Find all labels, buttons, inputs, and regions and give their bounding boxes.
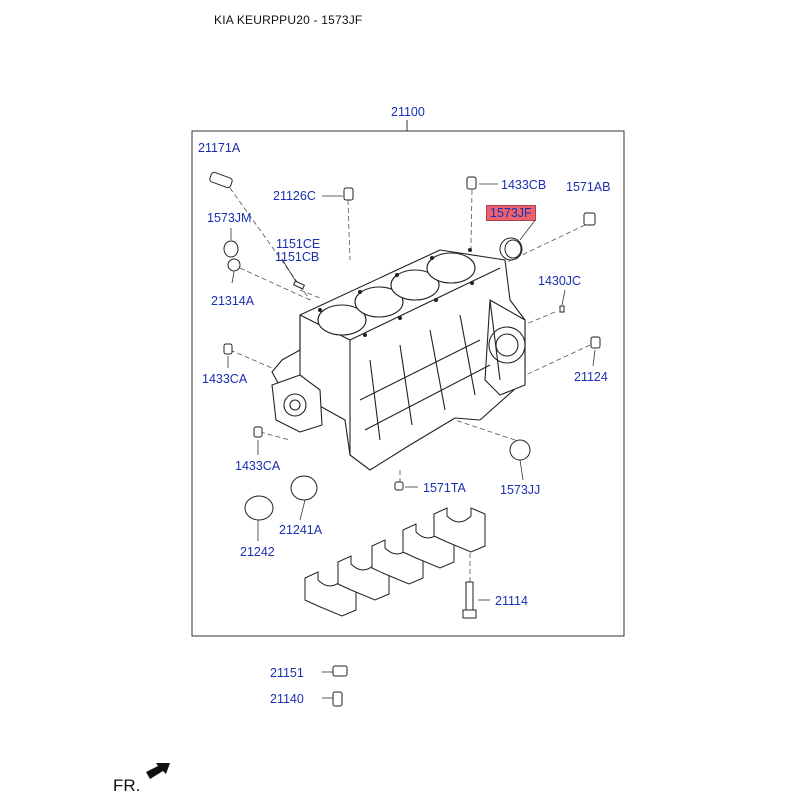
part-label-21124[interactable]: 21124 <box>574 370 608 384</box>
part-label-1433CA-lower[interactable]: 1433CA <box>235 459 281 473</box>
bearing-caps <box>304 507 486 617</box>
front-arrow-icon <box>146 763 170 779</box>
part-label-21114[interactable]: 21114 <box>495 594 528 608</box>
part-label-1151CE[interactable]: 1151CE <box>276 237 321 251</box>
assembly-frame <box>191 130 625 637</box>
front-direction-label: FR. <box>113 776 141 795</box>
part-label-21100[interactable]: 21100 <box>391 105 425 119</box>
part-label-21242[interactable]: 21242 <box>240 545 275 559</box>
engine-block <box>271 248 526 471</box>
part-label-21140[interactable]: 21140 <box>270 692 304 706</box>
part-label-21126C[interactable]: 21126C <box>273 189 316 203</box>
part-label-21151[interactable]: 21151 <box>270 666 304 680</box>
small-parts <box>209 171 601 707</box>
part-label-1433CA[interactable]: 1433CA <box>202 372 248 386</box>
part-label-1573JF-highlighted[interactable]: 1573JF <box>486 205 536 221</box>
part-label-21171A[interactable]: 21171A <box>198 141 241 155</box>
part-label-1433CB[interactable]: 1433CB <box>501 178 547 192</box>
part-label-1430JC[interactable]: 1430JC <box>538 274 582 288</box>
part-label-1571AB[interactable]: 1571AB <box>566 180 611 194</box>
part-label-21241A[interactable]: 21241A <box>279 523 323 537</box>
part-label-21314A[interactable]: 21314A <box>211 294 255 308</box>
part-label-1571TA[interactable]: 1571TA <box>423 481 466 495</box>
part-label-1573JJ[interactable]: 1573JJ <box>500 483 541 497</box>
part-label-1151CB[interactable]: 1151CB <box>275 250 320 264</box>
part-label-1573JM[interactable]: 1573JM <box>207 211 252 225</box>
diagram-title: KIA KEURPPU20 - 1573JF <box>214 13 363 27</box>
